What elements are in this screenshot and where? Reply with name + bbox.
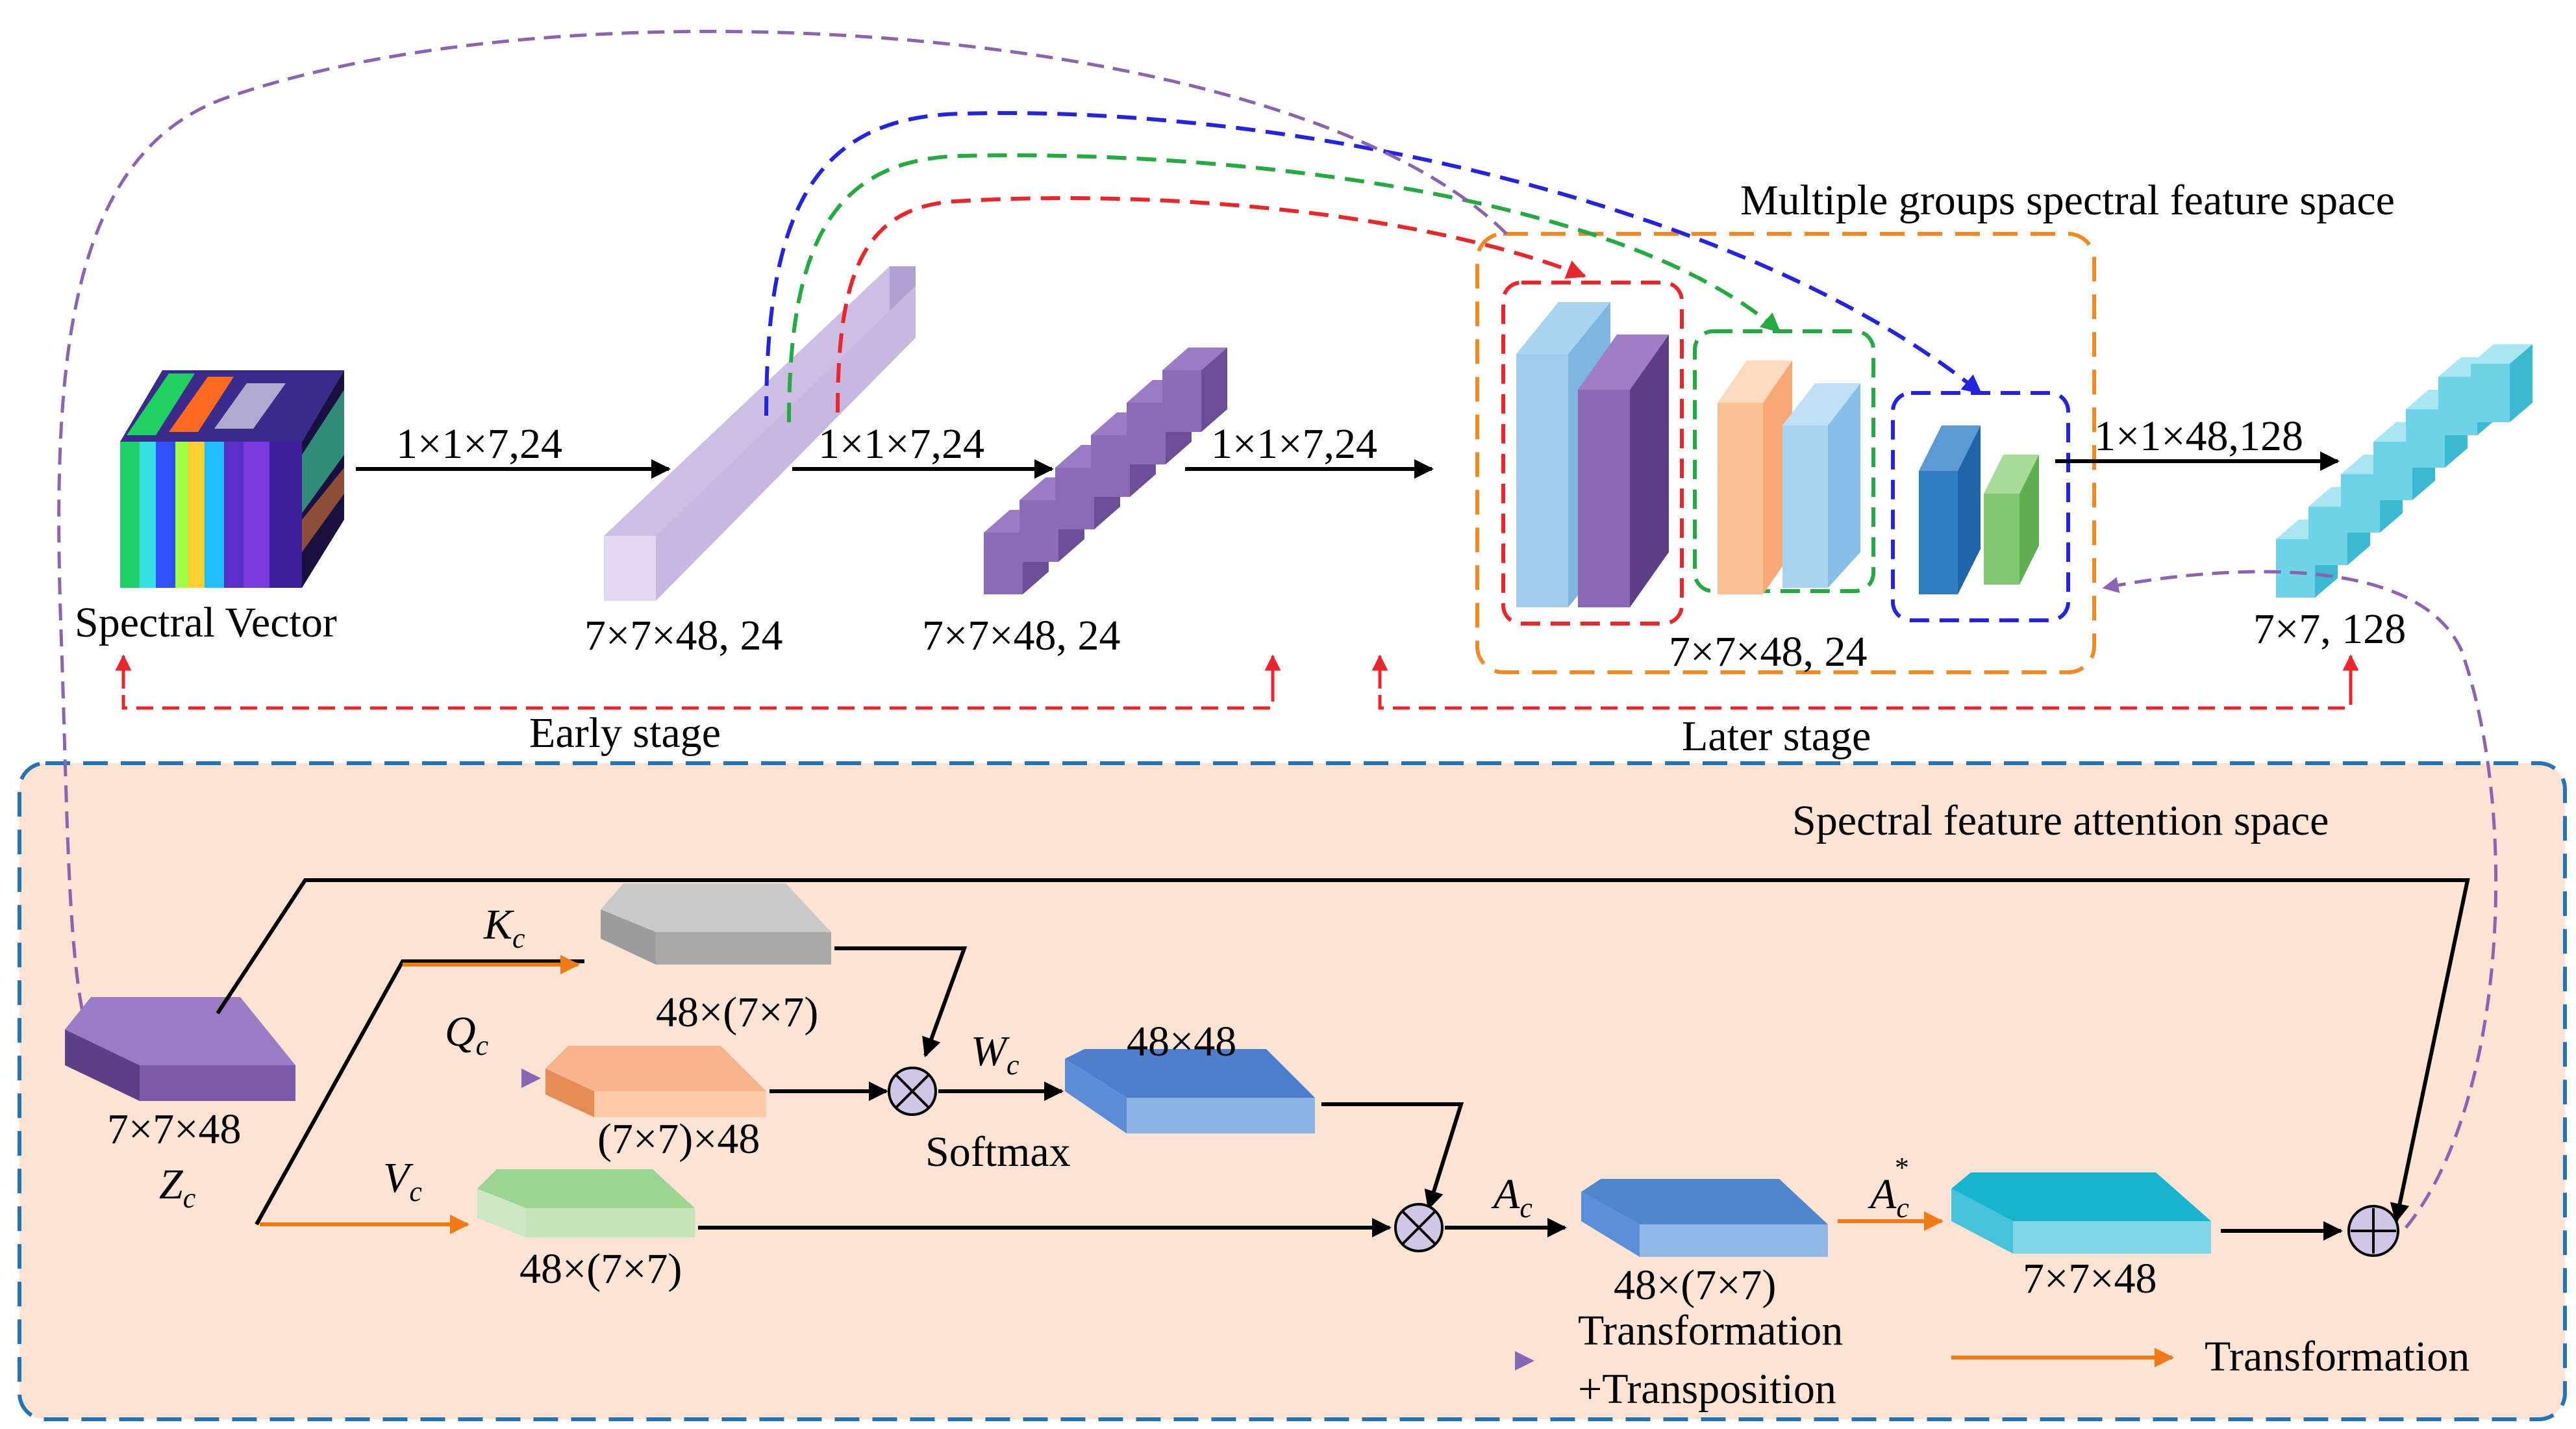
group-blue-blocks	[1919, 425, 2039, 594]
residual-line	[216, 878, 2470, 1223]
wc-label: Wc	[971, 1028, 1019, 1081]
multi-group-title: Multiple groups spectral feature space	[1740, 177, 2395, 224]
spectral-vector-label: Spectral Vector	[75, 599, 337, 646]
q-size-label: (7×7)×48	[597, 1115, 760, 1163]
multiply-node-2	[1394, 1203, 1444, 1252]
cyan-cube-chain	[2276, 344, 2532, 598]
conv2-label: 1×1×7,24	[818, 420, 984, 468]
legend-trans-transp-label-2: +Transposition	[1578, 1365, 1836, 1413]
spectral-vector-cube	[120, 370, 344, 588]
later-stage-label: Later stage	[1682, 713, 1871, 760]
skip-purple-return	[2102, 570, 2498, 1229]
early-stage-label: Early stage	[529, 709, 721, 757]
skip-blue	[764, 111, 1982, 416]
v-size-label: 48×(7×7)	[519, 1245, 682, 1293]
ac-label: Ac	[1491, 1170, 1532, 1224]
conv3-label: 1×1×7,24	[1211, 420, 1377, 468]
long-prism-block	[604, 266, 916, 601]
attention-title: Spectral feature attention space	[1792, 797, 2329, 844]
w-to-mult2	[1321, 1102, 1464, 1210]
vc-label: Vc	[383, 1154, 422, 1208]
acstar-label: Ac*	[1868, 1152, 1909, 1224]
k-slab	[601, 883, 831, 965]
skip-red	[836, 196, 1586, 413]
k-size-label: 48×(7×7)	[656, 989, 818, 1036]
zc-slab	[65, 997, 295, 1101]
size2-label: 7×7×48, 24	[922, 612, 1120, 659]
w-slab	[1065, 1049, 1315, 1133]
legend-trans-transp-label-1: Transformation	[1578, 1307, 1843, 1354]
group-green-box	[1693, 329, 1875, 593]
softmax-label: Softmax	[925, 1128, 1071, 1176]
a-slab	[1581, 1179, 1828, 1257]
group-green-blocks	[1718, 360, 1860, 594]
conv1-label: 1×1×7,24	[396, 420, 562, 468]
size1-label: 7×7×48, 24	[584, 612, 782, 659]
q-slab	[545, 1046, 766, 1117]
zc-size-label: 7×7×48	[107, 1106, 241, 1153]
size3-label: 7×7×48, 24	[1669, 628, 1867, 676]
multi-group-box	[1475, 232, 2096, 674]
early-stage-bracket	[121, 669, 1275, 710]
multiply-node-1	[888, 1067, 937, 1116]
legend-trans-label: Transformation	[2205, 1333, 2470, 1380]
astar-size-label: 7×7×48	[2023, 1255, 2157, 1302]
split-line	[255, 959, 584, 1226]
skip-purple-outer	[57, 29, 1508, 1048]
zc-label: Zc	[159, 1161, 196, 1214]
k-to-mult	[834, 946, 968, 1057]
purple-cube-chain	[984, 348, 1227, 594]
w-size-label: 48×48	[1127, 1018, 1236, 1065]
v-slab	[477, 1169, 695, 1237]
astar-slab	[1951, 1172, 2211, 1254]
size4-label: 7×7, 128	[2253, 605, 2406, 653]
group-red-blocks	[1516, 302, 1669, 607]
qc-label: Qc	[445, 1008, 489, 1061]
skip-green	[787, 153, 1781, 423]
add-node	[2347, 1205, 2399, 1257]
conv4-label: 1×1×48,128	[2094, 412, 2303, 460]
group-red-box	[1501, 281, 1684, 626]
kc-label: Kc	[483, 901, 525, 954]
a-size-label: 48×(7×7)	[1614, 1261, 1776, 1309]
